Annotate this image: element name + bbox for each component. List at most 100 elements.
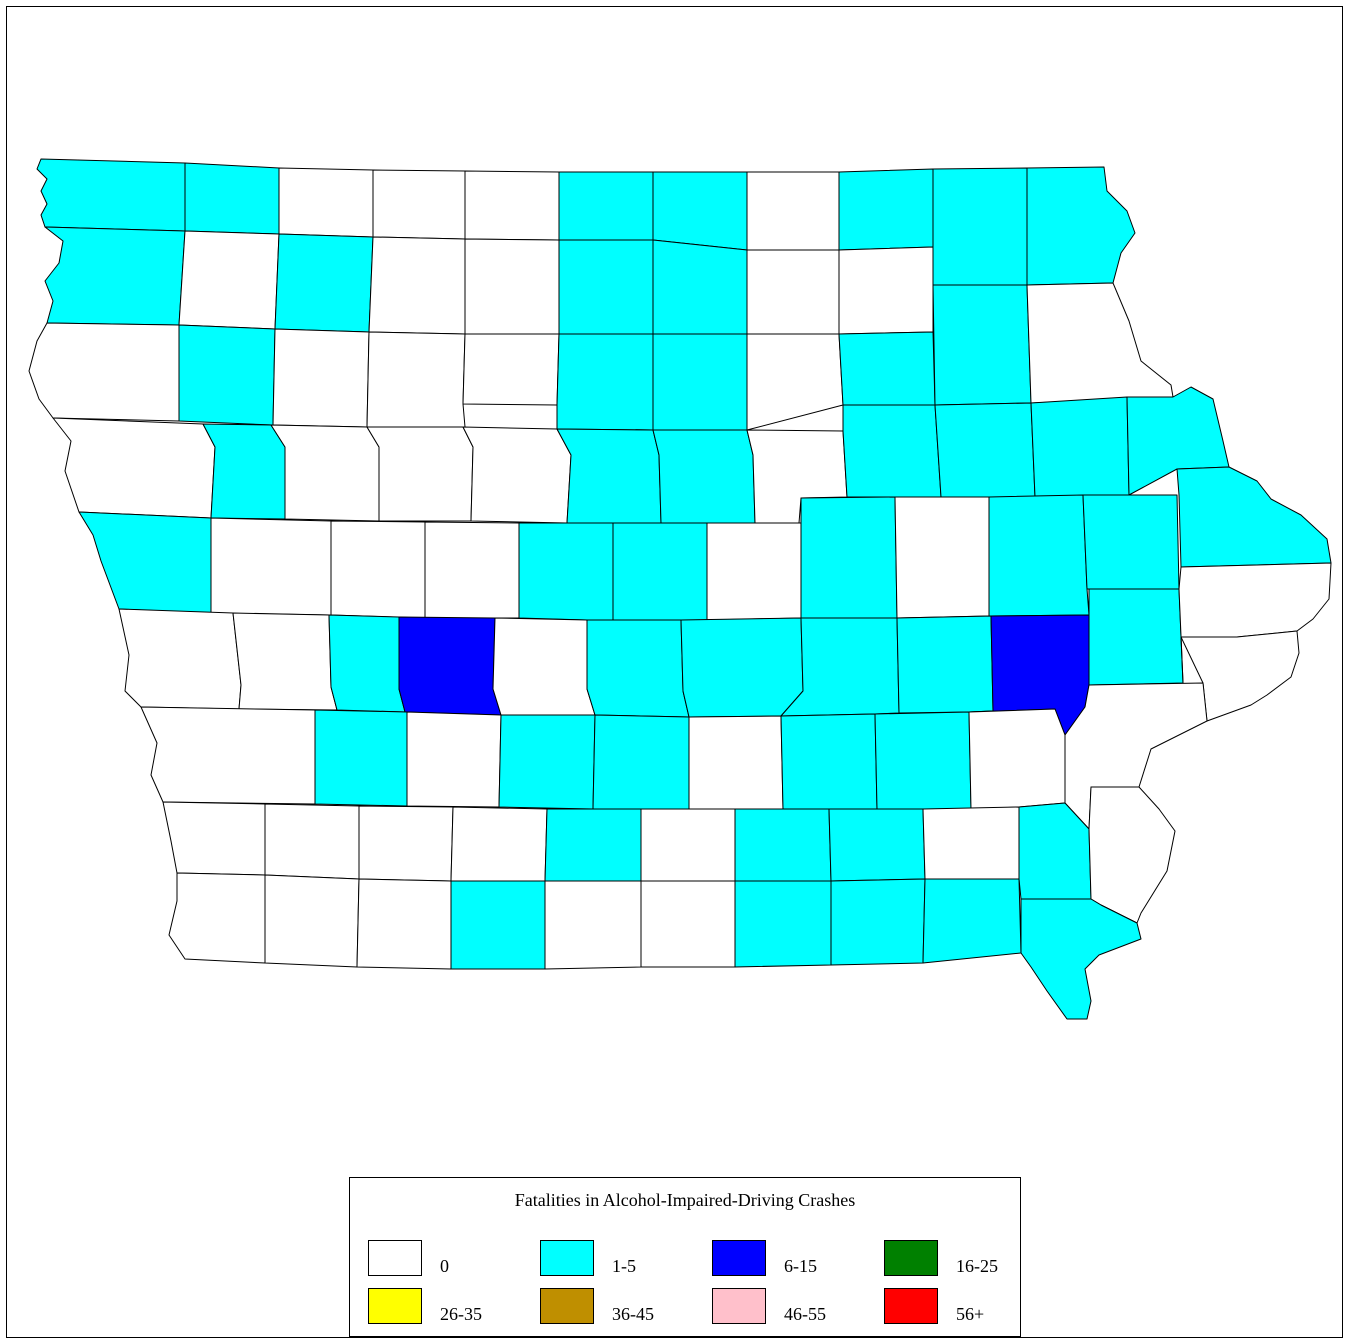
county-region — [746, 171, 840, 251]
legend-label: 36-45 — [612, 1304, 654, 1324]
county-region — [518, 522, 614, 621]
county-region — [688, 715, 784, 810]
legend-swatch — [368, 1288, 422, 1324]
county-region — [922, 878, 1022, 964]
county-region — [734, 808, 832, 882]
county-region — [278, 167, 374, 238]
county-region — [358, 805, 454, 882]
county-region — [78, 511, 212, 614]
legend-swatch — [540, 1288, 594, 1324]
county-region — [210, 517, 332, 616]
legend-label: 6-15 — [784, 1256, 817, 1276]
county-region — [140, 706, 316, 805]
county-region — [162, 801, 266, 876]
county-region — [640, 880, 736, 968]
county-region — [464, 238, 560, 335]
county-region — [556, 333, 654, 431]
county-region — [800, 496, 898, 619]
legend-title: Fatalities in Alcohol-Impaired-Driving C… — [514, 1190, 856, 1210]
county-region — [680, 617, 804, 718]
county-region — [586, 619, 690, 718]
county-region — [746, 249, 840, 335]
county-region — [424, 521, 520, 619]
county-region — [652, 171, 748, 251]
county-region — [556, 428, 662, 524]
county-region — [612, 522, 708, 621]
county-region — [1088, 786, 1176, 924]
county-region — [838, 168, 934, 251]
county-region — [450, 880, 546, 970]
legend-label: 1-5 — [612, 1256, 636, 1276]
county-region — [498, 714, 596, 810]
legend-label: 46-55 — [784, 1304, 826, 1324]
county-region — [1126, 386, 1230, 496]
county-region — [28, 322, 180, 422]
county-region — [398, 616, 502, 716]
county-region — [1026, 282, 1174, 404]
county-region — [36, 158, 186, 232]
county-region — [492, 617, 596, 716]
county-region — [184, 162, 280, 235]
county-region — [366, 331, 466, 428]
legend-label: 56+ — [956, 1304, 985, 1324]
county-region — [202, 423, 286, 520]
county-region — [1176, 466, 1332, 568]
county-region — [1030, 396, 1130, 498]
county-region — [270, 424, 380, 522]
iowa-county-map — [28, 158, 1332, 1020]
county-region — [746, 333, 844, 431]
county-region — [922, 806, 1020, 880]
legend-swatch — [712, 1240, 766, 1276]
county-region — [544, 808, 642, 882]
county-region — [838, 331, 936, 406]
county-region — [44, 226, 186, 326]
county-region — [988, 494, 1090, 617]
county-region — [896, 615, 994, 714]
county-region — [178, 230, 280, 330]
county-region — [330, 520, 426, 619]
county-region — [652, 333, 748, 431]
county-region — [734, 880, 832, 968]
legend-swatch — [712, 1288, 766, 1324]
county-region — [450, 806, 548, 882]
county-region — [1088, 588, 1184, 686]
county-region — [652, 429, 756, 524]
county-region — [558, 239, 654, 335]
county-region — [592, 714, 690, 810]
county-region — [264, 874, 360, 968]
county-region — [838, 246, 934, 335]
county-region — [314, 709, 408, 807]
county-region — [272, 328, 370, 428]
legend-label: 0 — [440, 1256, 449, 1276]
county-region — [406, 711, 502, 808]
counties-layer — [28, 158, 1332, 1020]
county-region — [366, 426, 474, 522]
county-region — [264, 803, 360, 880]
county-region — [652, 239, 748, 335]
county-region — [274, 233, 374, 333]
county-region — [328, 614, 406, 713]
county-region — [706, 522, 802, 621]
legend-swatch — [884, 1288, 938, 1324]
county-region — [178, 324, 276, 426]
legend-label: 26-35 — [440, 1304, 482, 1324]
county-region — [372, 169, 466, 240]
legend-swatch — [884, 1240, 938, 1276]
legend: Fatalities in Alcohol-Impaired-Driving C… — [349, 1177, 1021, 1337]
county-region — [558, 171, 654, 241]
county-region — [894, 496, 990, 619]
county-region — [932, 284, 1032, 406]
county-region — [874, 711, 972, 810]
county-region — [356, 878, 452, 970]
county-region — [544, 880, 642, 970]
legend-swatch — [368, 1240, 422, 1276]
county-region — [842, 404, 942, 498]
county-region — [1020, 898, 1142, 1020]
county-region — [828, 808, 926, 882]
county-region — [464, 170, 560, 241]
county-region — [1082, 494, 1180, 590]
legend-swatch — [540, 1240, 594, 1276]
county-region — [462, 426, 572, 524]
county-region — [934, 402, 1036, 498]
county-region — [640, 808, 736, 882]
